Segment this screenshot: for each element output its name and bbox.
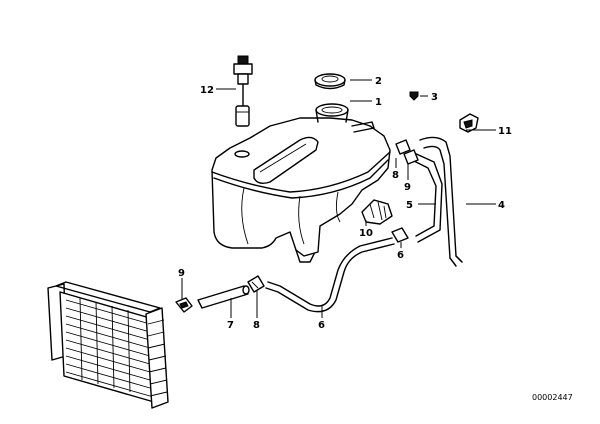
level-sensor <box>233 55 253 127</box>
expansion-tank <box>211 103 391 263</box>
callout-1: 1 <box>375 97 382 108</box>
callout-7: 7 <box>227 320 234 331</box>
leader-lines <box>181 79 496 318</box>
callout-9-lower: 9 <box>178 268 185 279</box>
hose-6 <box>265 237 395 313</box>
callout-6-right: 6 <box>397 250 404 261</box>
radiator <box>47 281 169 409</box>
callout-4: 4 <box>498 200 505 211</box>
hose-7 <box>197 285 250 309</box>
callout-5: 5 <box>406 200 413 211</box>
clamp-9-upper <box>395 139 419 165</box>
cap <box>314 73 346 90</box>
callout-3: 3 <box>431 92 438 103</box>
clamp-8-lower <box>247 275 265 293</box>
callouts: 2 1 3 11 12 4 5 8 9 10 6 9 7 8 6 <box>178 76 512 331</box>
hose-5 <box>407 151 443 243</box>
callout-11: 11 <box>498 126 512 137</box>
document-id: 00002447 <box>532 393 573 402</box>
callout-10: 10 <box>359 228 373 239</box>
callout-9-upper: 9 <box>404 182 411 193</box>
callout-6-lower: 6 <box>318 320 325 331</box>
callout-2: 2 <box>375 76 382 87</box>
clamp-9-lower <box>175 297 193 313</box>
callout-12: 12 <box>200 85 214 96</box>
clamp-6-right <box>391 227 409 243</box>
bolt <box>409 91 419 101</box>
callout-8-upper: 8 <box>392 170 399 181</box>
hose-4 <box>419 136 463 267</box>
bracket-clip <box>459 113 479 133</box>
callout-8-lower: 8 <box>253 320 260 331</box>
